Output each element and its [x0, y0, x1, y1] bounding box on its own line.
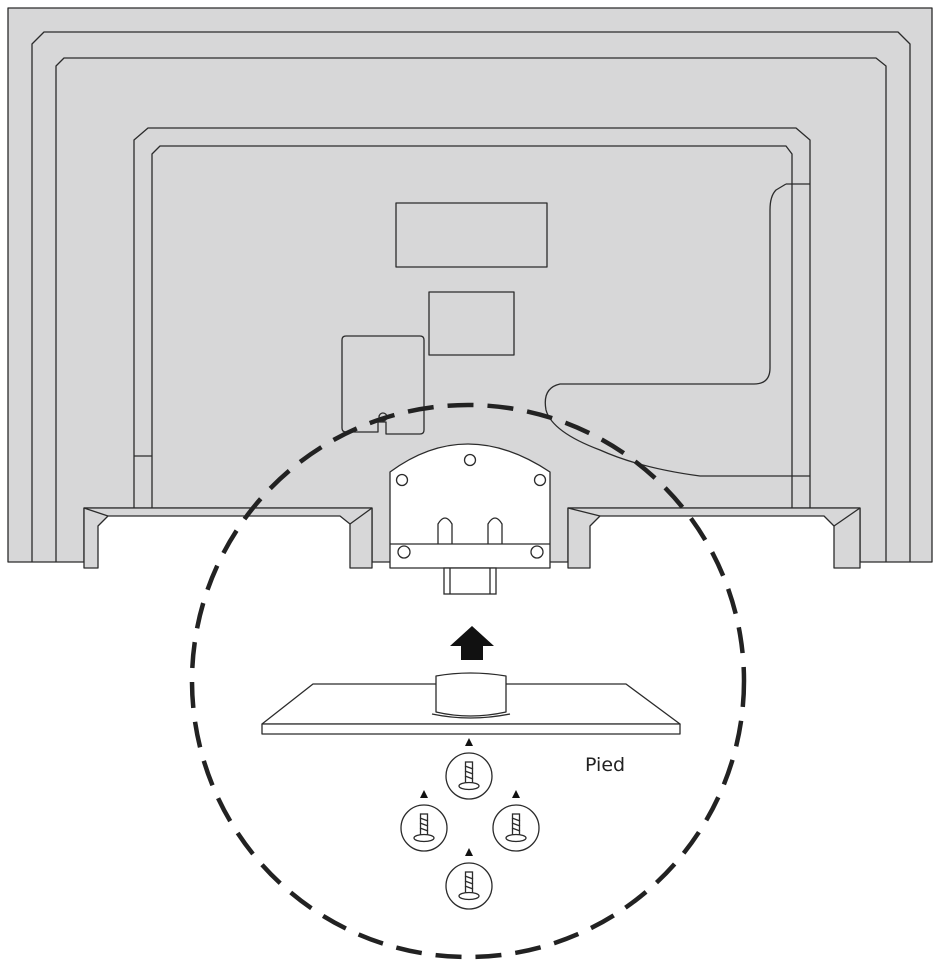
left-cover-bevel-b	[349, 507, 373, 525]
bracket-slot-right	[487, 517, 503, 544]
bracket-slot-left	[437, 517, 453, 544]
right-cover-bevel-b	[833, 507, 861, 527]
right-bottom-cover	[567, 507, 861, 569]
tv-bezel-inner-line	[55, 57, 887, 562]
left-cover-bevel-a	[83, 507, 109, 517]
tv-bezel-line	[31, 31, 911, 562]
bracket-screw-hole-br	[530, 545, 544, 559]
inner-panel-outline	[133, 127, 811, 508]
stand-bracket	[389, 443, 551, 569]
screw-icon	[400, 790, 448, 852]
stand-base	[261, 672, 681, 735]
cable-cover-outline	[544, 183, 792, 477]
screw-icon	[445, 848, 493, 910]
screw-icon	[445, 738, 493, 800]
stand-base-edge	[261, 723, 681, 735]
detail-circle	[189, 402, 747, 960]
bracket-screw-hole-left	[395, 473, 409, 487]
terminal-cover	[341, 335, 425, 435]
tv-back-panel	[7, 7, 933, 569]
small-label-plate	[428, 291, 515, 356]
right-cover-bevel-a	[567, 507, 601, 517]
stand-pillar	[435, 672, 507, 717]
screw-set	[400, 738, 540, 910]
bracket-screw-hole-bl	[397, 545, 411, 559]
left-bottom-cover	[83, 507, 373, 569]
inner-panel-inner-outline	[151, 145, 793, 508]
stand-label: Pied	[585, 754, 626, 776]
up-arrow-icon	[450, 626, 494, 660]
bracket-screw-hole-top	[463, 453, 477, 467]
neck-slot-body	[443, 567, 497, 595]
stand-pillar-base	[431, 713, 511, 719]
screw-icon	[492, 790, 540, 852]
rating-label-plate	[395, 202, 548, 268]
stand-neck-slot	[443, 567, 497, 595]
bracket-screw-hole-right	[533, 473, 547, 487]
